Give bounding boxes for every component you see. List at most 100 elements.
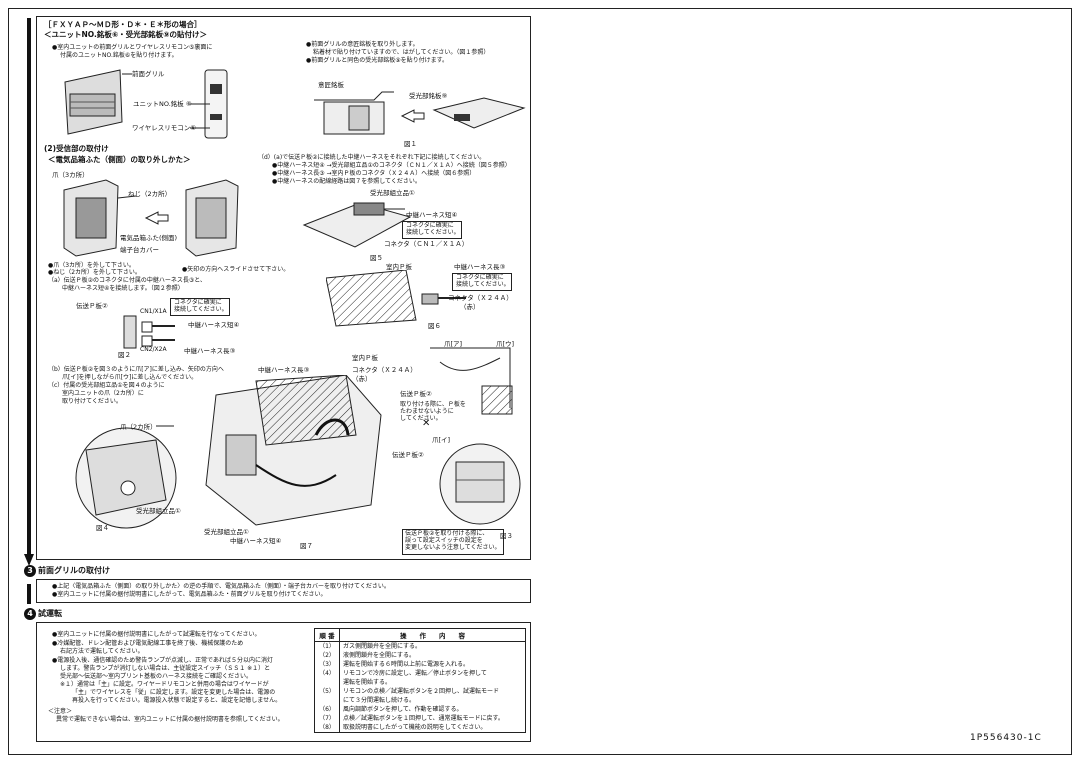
fig4-caption: 図４ (96, 524, 109, 532)
op-step-text: にて３分間運転し続ける。 (343, 697, 416, 704)
fig6-caption: 図６ (428, 322, 441, 330)
fig3-caution-box (402, 529, 504, 555)
op-step-text: 風向調節ボタンを押して、作動を確認する。 (343, 706, 463, 713)
fig3-caption: 図３ (500, 532, 513, 540)
page-title: ［ＦＸＹＡＰ～ＭＤ形・Ｄ＊・Ｅ＊形の場合］ (44, 20, 202, 29)
fig2-secure-1: コネクタに確実に (174, 299, 222, 306)
fig5-assembly-label: 受光部組立品① (370, 189, 415, 197)
step4-line-9: 再投入を行ってください。電源投入状態で設定すると、設定を記憶しません。 (72, 697, 282, 704)
process-arrow (24, 18, 34, 604)
note-claws: ●爪（3カ所）を外して下さい。 (48, 262, 135, 269)
op-table-row: 運転を開始する。 (314, 678, 526, 687)
elec-box-illustration (63, 179, 239, 257)
op-table-row: （3）運転を開始する６時間以上前に電源を入れる。 (314, 660, 526, 669)
op-table-row: （4）リモコンで冷房に設定し、運転／停止ボタンを押して (314, 669, 526, 678)
fig2-cn2-label: CN2/X2A (140, 346, 167, 353)
op-table-row: （6）風向調節ボタンを押して、作動を確認する。 (314, 705, 526, 714)
note-screws: ●ねじ（2カ所）を外して下さい。 (48, 269, 141, 276)
op-step-number: （4） (314, 669, 340, 678)
main-panel (36, 16, 531, 560)
unit-remote-illustration (64, 69, 228, 139)
fig1-caption: 図１ (404, 140, 417, 148)
fig5-caption: 図５ (370, 254, 383, 262)
fig7-red-label: （赤） (352, 375, 372, 383)
note-b-1: （b）伝送Ｐ板②を図３のように爪[ア]に差し込み、矢印の方向へ (48, 366, 224, 373)
step4-line-2: ●冷媒配管、ドレン配管および電気配線工事を終了後、機械保護のため (52, 640, 244, 647)
op-table-row: （1）ガス側閉鎖弁を全開にする。 (314, 641, 526, 651)
fig7-long-label: 中継ハーネス長③ (258, 366, 310, 374)
fig3-hint-3: してください。 (400, 415, 442, 422)
fig7-short-label: 中継ハーネス短④ (230, 537, 282, 545)
op-step-text: リモコンで冷房に設定し、運転／停止ボタンを押して (343, 670, 487, 677)
fig5-short-label: 中継ハーネス短④ (406, 211, 458, 219)
note-c-1: （c）付属の受光部組立品①を図４のように (48, 382, 165, 389)
fig6-illustration (326, 270, 466, 327)
op-step-number (314, 678, 340, 687)
op-step-number: （8） (314, 723, 340, 733)
fig6-long-label: 中継ハーネス長③ (454, 263, 506, 271)
op-table-row: （2）液側閉鎖弁を全開にする。 (314, 651, 526, 660)
note-b-2: 爪[イ]を押しながら爪[ウ]に差し込んでください。 (62, 374, 198, 381)
fig3-claw-b: 爪[イ] (432, 436, 451, 444)
note-d-4: ●中継ハーネスの配線経路は図７を参照してください。 (272, 178, 421, 185)
note-d-1: （d）(a)で伝送Ｐ板②に接続した中継ハーネスをそれぞれ下記に接続してください。 (258, 154, 486, 161)
fig5-secure-2: 接続してください。 (406, 229, 460, 236)
fig2-caption: 図２ (118, 351, 131, 359)
fig4-assembly-label: 受光部組立品① (136, 507, 181, 515)
op-step-text: 取扱説明書にしたがって機能の説明をしてください。 (343, 724, 487, 731)
fig5-secure-box (402, 221, 462, 239)
screw-2-label: ねじ（2カ所） (128, 190, 172, 198)
fig3-caution-3: 変更しないよう注意してください。 (405, 544, 501, 551)
receiver-subheading: ＜電気品箱ふた（側面）の取り外しかた＞ (48, 155, 191, 164)
op-step-text: ガス側閉鎖弁を全開にする。 (343, 643, 422, 650)
op-step-number (314, 696, 340, 705)
fig2-long-label: 中継ハーネス長③ (184, 347, 236, 355)
note-d-2: ●中継ハーネス短④ →受光部組立品①のコネクタ（ＣＮ１／Ｘ１Ａ）へ接続（図５参照… (272, 162, 511, 169)
fig3-caution-1: 伝送Ｐ板②を取り付ける際に、 (405, 530, 489, 537)
right-note-2: 粘着材で貼り付けていますので、はがしてください。（図１参照） (313, 49, 490, 56)
step3-title: 前面グリルの取付け (38, 566, 110, 575)
fig3-claw-a: 爪[ア] (444, 340, 463, 348)
document-sheet (8, 8, 1072, 755)
note-c-2: 室内ユニットの爪（2カ所）に (62, 390, 144, 397)
receiver-heading: (2)受信部の取付け (44, 144, 109, 153)
fig6-indoor-board-label: 室内Ｐ板 (386, 263, 412, 271)
fig5-secure-1: コネクタに確実に (406, 222, 454, 229)
operation-table: 順 番 操 作 内 容 （1）ガス側閉鎖弁を全開にする。（2）液側閉鎖弁を全開に… (314, 628, 526, 733)
step4-number: 4 (24, 608, 36, 620)
op-step-number: （3） (314, 660, 340, 669)
step4-title: 試運転 (38, 609, 62, 618)
front-grille-label: 前面グリル (132, 70, 165, 78)
step4-line-3: 右記方法で運転してください。 (60, 648, 144, 655)
op-table-row: にて３分間運転し続ける。 (314, 696, 526, 705)
document-number: 1P556430-1C (970, 733, 1042, 743)
fig3-hint-2: たわませないように (400, 408, 454, 415)
remote-label: ワイヤレスリモコン⑤ (132, 124, 197, 132)
fig6-secure-box (452, 273, 512, 291)
fig6-secure-1: コネクタに確実に (456, 274, 504, 281)
fig3-hint-1: 取り付ける際に、Ｐ板を (400, 401, 466, 408)
op-step-text: 運転を開始する６時間以上前に電源を入れる。 (343, 661, 470, 668)
note-a-2: 中継ハーネス短④を接続します。（図２参照） (62, 285, 184, 292)
plate-note-1: ●室内ユニットの前面グリルとワイヤレスリモコン⑤裏面に (52, 44, 213, 51)
fig7-illustration (205, 375, 382, 526)
fig6-red-label: （赤） (460, 303, 480, 311)
right-note-3: ●前面グリルと同色の受光部銘板⑨を貼り付けます。 (306, 57, 449, 64)
fig1-illustration (314, 91, 526, 135)
op-table-row: （5）リモコンの点検／試運転ボタンを２回押し、試運転モード (314, 687, 526, 696)
op-step-number: （1） (314, 641, 340, 651)
note-c-3: 取り付けてください。 (62, 398, 122, 405)
op-step-text: 点検／試運転ボタンを１回押して、通常運転モードに戻す。 (343, 715, 504, 722)
op-step-number: （6） (314, 705, 340, 714)
step3-line-1: ●上記〈電気品箱ふた（側面）の取り外しかた〉の逆の手順で、電気品箱ふた（側面）・… (52, 583, 390, 590)
step3-number: 3 (24, 565, 36, 577)
note-d-3: ●中継ハーネス長③ →室内Ｐ板のコネクタ（Ｘ２４Ａ）へ接続（図６参照） (272, 170, 476, 177)
step4-line-6: 受光部～伝送部～室内プリント基板のハーネス接続をご確認ください。 (60, 673, 253, 680)
step3-box (36, 579, 531, 603)
fig3-board-label: 伝送Ｐ板② (400, 390, 432, 398)
note-a-1: （a）伝送Ｐ板②のコネクタに付属の中継ハーネス長③と、 (48, 277, 206, 284)
step4-caution-text: 異常で運転できない場合は、室内ユニットに付属の据付説明書を参照してください。 (56, 716, 284, 723)
fig3-no-bend-mark: ✕ (422, 418, 431, 429)
